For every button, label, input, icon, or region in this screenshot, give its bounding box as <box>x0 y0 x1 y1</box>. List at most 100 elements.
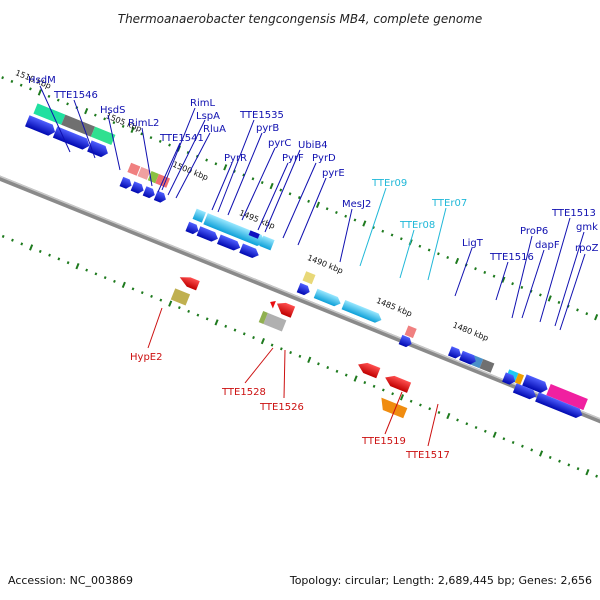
scale-tick <box>418 244 422 248</box>
gene-hsds-box[interactable] <box>90 126 116 146</box>
gene-hsdm-box[interactable] <box>33 103 66 125</box>
gene-label-riml2[interactable]: RimL2 <box>128 118 159 129</box>
gene-hype-reverse-arrow[interactable] <box>177 274 200 291</box>
scale-tick <box>131 287 135 291</box>
gene-arrow[interactable] <box>239 243 260 260</box>
gene-label-pyrf[interactable]: PyrF <box>282 153 304 164</box>
gene-arrow[interactable] <box>522 374 550 394</box>
scale-tick <box>344 214 348 218</box>
gene-arrow[interactable] <box>459 350 478 366</box>
gene-label-tte1526[interactable]: TTE1526 <box>259 402 304 413</box>
gene-ubib4-box[interactable] <box>248 230 260 239</box>
scale-tick <box>492 274 496 278</box>
gene-label-ubib4[interactable]: UbiB4 <box>298 140 328 151</box>
gene-mesj2-box[interactable] <box>302 271 316 285</box>
scale-tick <box>409 399 413 403</box>
gene-arrow-reverse[interactable] <box>274 300 296 318</box>
scale-tick <box>511 282 514 286</box>
scale-tick <box>585 312 589 316</box>
gene-label-hype2[interactable]: HypE2 <box>130 352 162 363</box>
gene-label-ligt[interactable]: LigT <box>462 238 484 249</box>
gene-arrow[interactable] <box>535 392 584 420</box>
gene-dapf-box[interactable] <box>479 358 495 373</box>
gene-tte1546-box[interactable] <box>61 114 96 137</box>
scale-tick <box>140 291 144 295</box>
gene-label-tter09[interactable]: TTEr09 <box>371 178 407 189</box>
gene-arrow[interactable] <box>296 282 312 297</box>
gene-label-pyrb[interactable]: pyrB <box>256 123 279 134</box>
scale-tick <box>20 242 24 246</box>
gene-riml-box[interactable] <box>137 166 151 180</box>
gene-label-pyrc[interactable]: pyrC <box>268 138 291 149</box>
reverse-strand-features <box>170 274 412 419</box>
rna-ttEr08-arrow[interactable] <box>341 299 384 325</box>
scale-tick <box>251 177 255 181</box>
scale-tick <box>48 253 51 257</box>
gene-label-pyre[interactable]: pyrE <box>322 168 345 179</box>
gene-label-dapf[interactable]: dapF <box>535 240 560 251</box>
gene-arrow[interactable] <box>512 383 538 401</box>
gene-pyrd-box[interactable] <box>259 235 275 251</box>
kbp-label: 1480 kbp <box>451 320 489 342</box>
gene-arrow[interactable] <box>87 140 110 159</box>
gene-arrow[interactable] <box>153 190 168 204</box>
gene-label-rlua[interactable]: RluA <box>203 124 226 135</box>
gene-label-riml[interactable]: RimL <box>190 98 215 109</box>
gene-label-pyrr[interactable]: PyrR <box>224 153 247 164</box>
gene-arrow[interactable] <box>447 346 463 360</box>
gene-tte1526-box[interactable] <box>258 311 268 325</box>
gene-label-tte1517[interactable]: TTE1517 <box>405 450 450 461</box>
gene-arrow[interactable] <box>52 126 92 151</box>
scale-tick <box>557 300 561 304</box>
scale-tick <box>196 313 200 317</box>
gene-label-tte1541[interactable]: TTE1541 <box>159 133 204 144</box>
gene-label-tter07[interactable]: TTEr07 <box>431 198 467 209</box>
gene-label-tte1513[interactable]: TTE1513 <box>551 208 596 219</box>
gene-label-prop6[interactable]: ProP6 <box>520 226 548 237</box>
gene-rpoz-box[interactable] <box>514 373 525 385</box>
gene-label-tte1516[interactable]: TTE1516 <box>489 252 534 263</box>
gene-label-tte1546[interactable]: TTE1546 <box>53 90 98 101</box>
gene-hype2-box[interactable] <box>170 288 191 306</box>
gene-label-hsds[interactable]: HsdS <box>100 105 125 116</box>
gene-label-hsdm[interactable]: HsdM <box>28 75 56 86</box>
gene-label-mesj2[interactable]: MesJ2 <box>342 199 371 210</box>
genome-backbone <box>0 139 600 460</box>
gene-arrow[interactable] <box>25 115 57 137</box>
gene-label-pyrd[interactable]: PyrD <box>312 153 336 164</box>
gene-label-tter08[interactable]: TTEr08 <box>399 220 435 231</box>
gene-arrow[interactable] <box>502 372 517 386</box>
gene-pyrb-arrow[interactable] <box>203 213 267 248</box>
gene-tte1517-arrow[interactable] <box>377 397 408 419</box>
gene-arrow[interactable] <box>185 221 200 236</box>
gene-tte1528-box[interactable] <box>263 312 287 332</box>
gene-arrow-reverse[interactable] <box>383 373 412 393</box>
gene-label-rpoz[interactable]: rpoZ <box>575 243 599 254</box>
scale-tick <box>437 252 440 256</box>
gene-riml2-box[interactable] <box>127 162 141 176</box>
gene-arrow[interactable] <box>130 181 146 195</box>
scale-tick <box>47 94 51 98</box>
gene-labels: HsdM TTE1546 HsdS RimL2 RimL LspA RluA T… <box>28 75 599 461</box>
scale-tick <box>279 188 283 192</box>
gene-arrow[interactable] <box>196 226 220 243</box>
scale-tick <box>38 249 42 253</box>
gene-label-lspa[interactable]: LspA <box>196 111 220 122</box>
scale-tick <box>419 403 422 407</box>
gene-tte1513-box[interactable] <box>546 384 588 411</box>
gene-label-tte1519[interactable]: TTE1519 <box>361 436 406 447</box>
gene-label-tte1528[interactable]: TTE1528 <box>221 387 266 398</box>
gene-label-tte1535[interactable]: TTE1535 <box>239 110 284 121</box>
gene-arrow[interactable] <box>398 334 414 349</box>
gene-ligt-box[interactable] <box>404 325 417 339</box>
gene-arrow[interactable] <box>119 176 134 190</box>
scale-tick <box>57 257 61 261</box>
rna-ttEr09-arrow[interactable] <box>313 288 343 308</box>
gene-arrow[interactable] <box>217 234 242 253</box>
scale-tick <box>150 294 153 298</box>
gene-arrow-reverse[interactable] <box>356 360 381 379</box>
gene-pyrr-box[interactable] <box>192 208 206 223</box>
scale-tick <box>428 407 432 411</box>
gene-arrow[interactable] <box>142 186 157 199</box>
gene-label-gmk[interactable]: gmk <box>576 222 598 233</box>
